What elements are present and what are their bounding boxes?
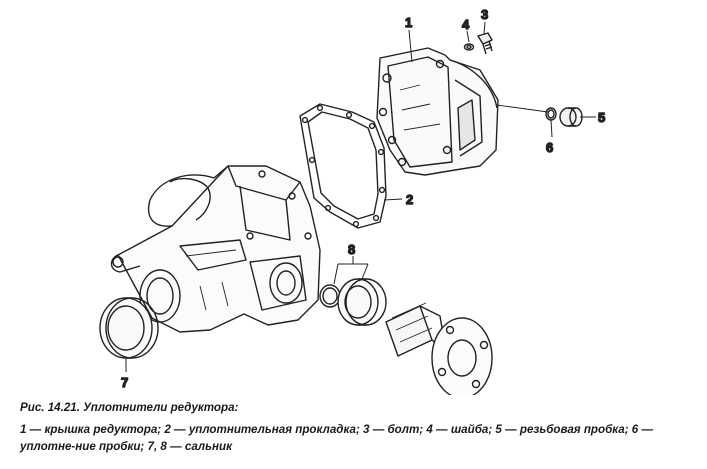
callout-2: 2 — [406, 192, 413, 207]
callout-3: 3 — [481, 7, 488, 22]
callout-7: 7 — [121, 375, 128, 390]
bolt — [477, 32, 493, 55]
leader-lines — [125, 21, 596, 372]
caption-legend: 1 — крышка редуктора; 2 — уплотнительная… — [20, 423, 654, 453]
callout-8: 8 — [348, 242, 355, 257]
gasket — [299, 103, 387, 229]
gearbox-cover — [376, 47, 499, 176]
callout-4: 4 — [462, 17, 470, 32]
figure-caption: Рис. 14.21. Уплотнители редуктора: 1 — к… — [20, 399, 695, 455]
callout-5: 5 — [598, 110, 605, 125]
callout-6: 6 — [546, 140, 553, 155]
caption-title: Рис. 14.21. Уплотнители редуктора: — [20, 401, 239, 414]
washer — [463, 43, 475, 51]
threaded-plug — [559, 107, 583, 127]
plug-seal — [545, 107, 557, 121]
oil-seal-right — [319, 278, 387, 326]
callout-1: 1 — [405, 15, 412, 30]
output-flange — [385, 302, 493, 395]
oil-seal-left — [99, 297, 159, 359]
exploded-diagram: 1 4 3 5 6 2 7 8 — [99, 6, 606, 395]
gear-housing — [110, 165, 321, 333]
